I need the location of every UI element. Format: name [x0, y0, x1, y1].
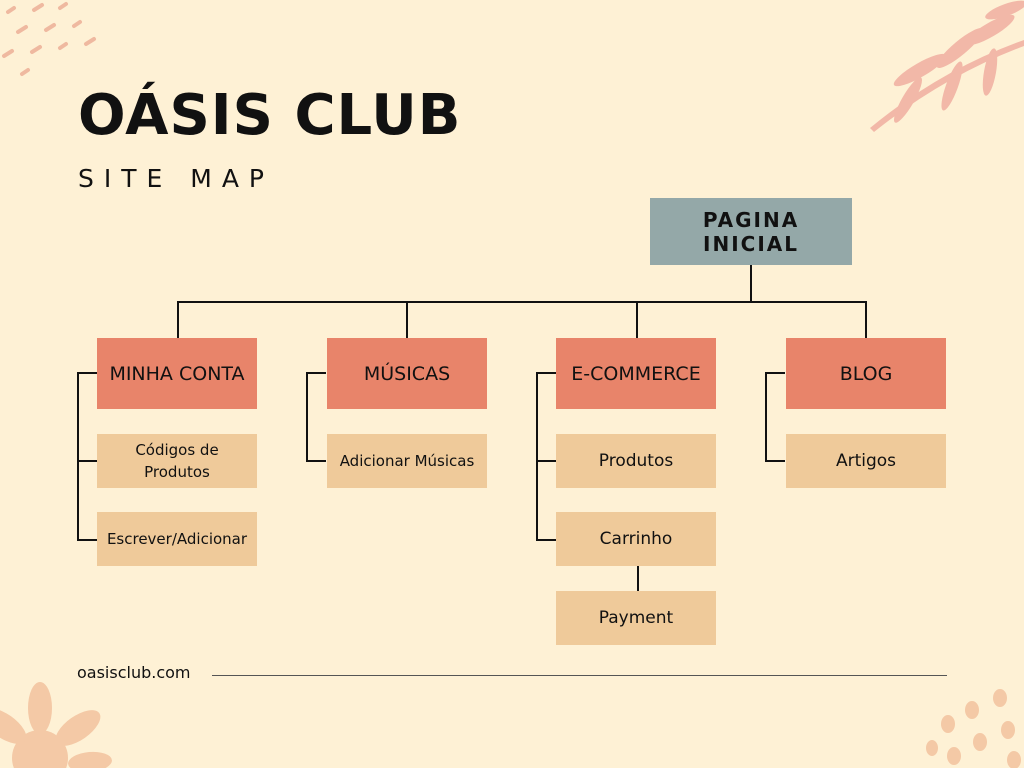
node-payment: Payment	[556, 591, 716, 645]
flower-decoration	[0, 682, 112, 768]
node-blog: BLOG	[786, 338, 946, 409]
node-label: BLOG	[839, 362, 893, 385]
node-label: E-COMMERCE	[571, 362, 701, 385]
node-pagina-inicial: PAGINA INICIAL	[650, 198, 852, 265]
footer-divider	[212, 675, 947, 676]
dots-decoration	[926, 689, 1021, 768]
node-produtos: Produtos	[556, 434, 716, 488]
node-label: Escrever/Adicionar	[106, 530, 248, 548]
node-e-commerce: E-COMMERCE	[556, 338, 716, 409]
node-artigos: Artigos	[786, 434, 946, 488]
node-minha-conta: MINHA CONTA	[97, 338, 257, 409]
node-label: Produtos	[598, 451, 674, 471]
page-title: OÁSIS CLUB	[78, 83, 462, 148]
node-escrever-adicionar: Escrever/Adicionar	[97, 512, 257, 566]
node-label: MÚSICAS	[363, 362, 451, 385]
node-label: Carrinho	[599, 529, 673, 549]
node-label: PAGINA INICIAL	[702, 207, 800, 256]
node-label: MINHA CONTA	[109, 362, 245, 385]
node-label: Payment	[598, 608, 674, 628]
page-subtitle: SITE MAP	[78, 164, 275, 193]
dash-pattern-decoration	[2, 2, 96, 76]
node-label: Adicionar Músicas	[339, 452, 475, 470]
node-label: Artigos	[835, 451, 897, 471]
leaf-branch-decoration	[870, 0, 1024, 132]
site-url: oasisclub.com	[77, 663, 191, 682]
node-carrinho: Carrinho	[556, 512, 716, 566]
node-adicionar-musicas: Adicionar Músicas	[327, 434, 487, 488]
node-musicas: MÚSICAS	[327, 338, 487, 409]
node-codigos-de-produtos: Códigos de Produtos	[97, 434, 257, 488]
node-label: Códigos de Produtos	[135, 441, 219, 481]
